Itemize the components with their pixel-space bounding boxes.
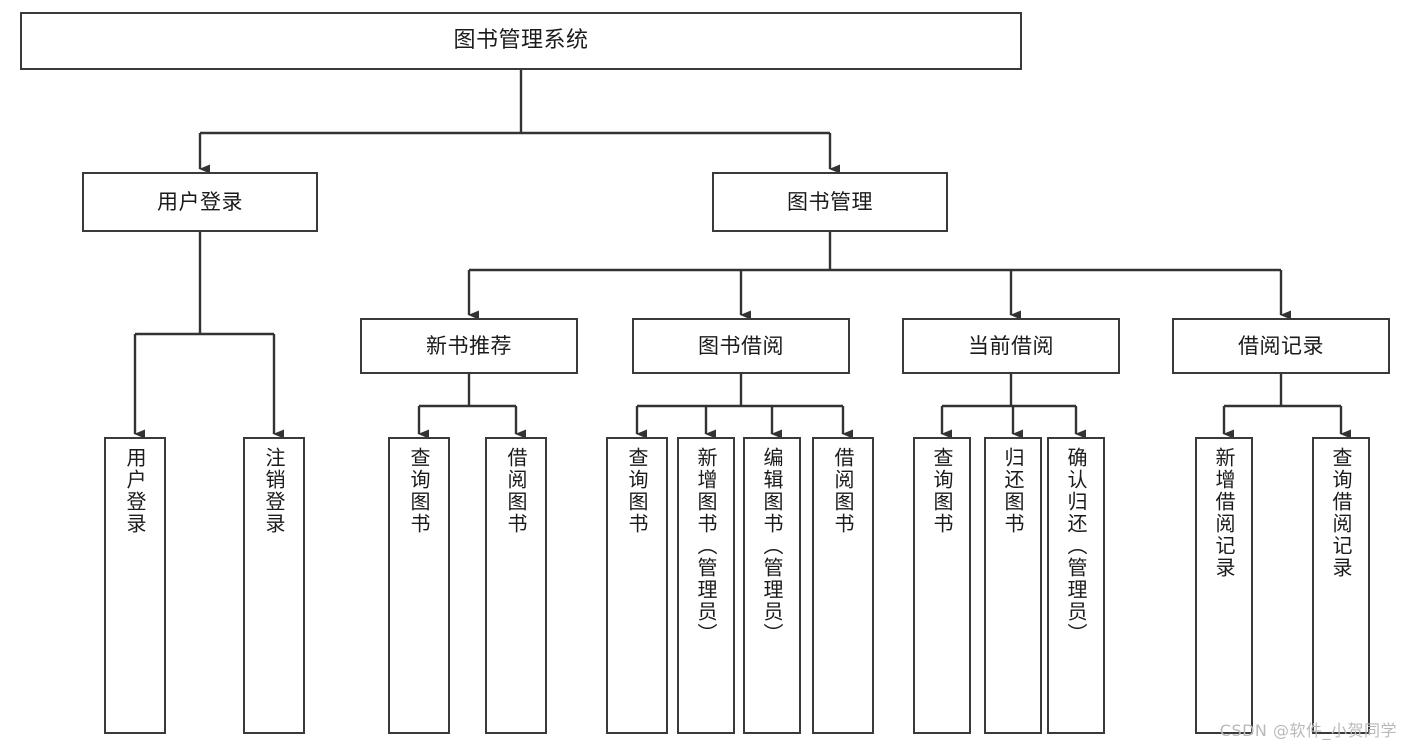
level3-box-0: 新书推荐 bbox=[360, 318, 578, 374]
level3-label-3: 借阅记录 bbox=[1238, 333, 1324, 358]
leaf-label-7: 借阅图书 bbox=[831, 447, 855, 535]
leaf-box-9: 归还图书 bbox=[984, 437, 1042, 734]
level3-label-0: 新书推荐 bbox=[426, 333, 512, 358]
leaf-box-4: 查询图书 bbox=[606, 437, 668, 734]
leaf-label-12: 查询借阅记录 bbox=[1329, 447, 1353, 579]
leaf-box-10: 确认归还（管理员） bbox=[1047, 437, 1105, 734]
leaf-label-8: 查询图书 bbox=[930, 447, 954, 535]
leaf-box-5: 新增图书（管理员） bbox=[677, 437, 735, 734]
root-box-0: 图书管理系统 bbox=[20, 12, 1022, 70]
leaf-box-1: 注销登录 bbox=[243, 437, 305, 734]
level2-box-0: 用户登录 bbox=[82, 172, 318, 232]
leaf-box-8: 查询图书 bbox=[913, 437, 971, 734]
level3-box-1: 图书借阅 bbox=[632, 318, 850, 374]
leaf-label-11: 新增借阅记录 bbox=[1212, 447, 1236, 579]
leaf-label-6: 编辑图书（管理员） bbox=[760, 447, 784, 645]
leaf-box-2: 查询图书 bbox=[388, 437, 450, 734]
level3-label-2: 当前借阅 bbox=[968, 333, 1054, 358]
level2-label-0: 用户登录 bbox=[157, 189, 243, 214]
leaf-label-1: 注销登录 bbox=[262, 447, 286, 535]
leaf-label-0: 用户登录 bbox=[123, 447, 147, 535]
root-label-0: 图书管理系统 bbox=[453, 27, 589, 53]
level3-box-3: 借阅记录 bbox=[1172, 318, 1390, 374]
leaf-box-3: 借阅图书 bbox=[485, 437, 547, 734]
level3-label-1: 图书借阅 bbox=[698, 333, 784, 358]
leaf-label-2: 查询图书 bbox=[407, 447, 431, 535]
leaf-box-7: 借阅图书 bbox=[812, 437, 874, 734]
leaf-label-9: 归还图书 bbox=[1001, 447, 1025, 535]
leaf-box-0: 用户登录 bbox=[104, 437, 166, 734]
leaf-box-12: 查询借阅记录 bbox=[1312, 437, 1370, 734]
leaf-box-6: 编辑图书（管理员） bbox=[743, 437, 801, 734]
watermark-label: CSDN @软件_小贺同学 bbox=[1219, 721, 1397, 740]
leaf-label-10: 确认归还（管理员） bbox=[1064, 447, 1088, 645]
leaf-label-5: 新增图书（管理员） bbox=[694, 447, 718, 645]
leaf-label-3: 借阅图书 bbox=[504, 447, 528, 535]
leaf-label-4: 查询图书 bbox=[625, 447, 649, 535]
leaf-box-11: 新增借阅记录 bbox=[1195, 437, 1253, 734]
level2-box-1: 图书管理 bbox=[712, 172, 948, 232]
level2-label-1: 图书管理 bbox=[787, 189, 873, 214]
level3-box-2: 当前借阅 bbox=[902, 318, 1120, 374]
